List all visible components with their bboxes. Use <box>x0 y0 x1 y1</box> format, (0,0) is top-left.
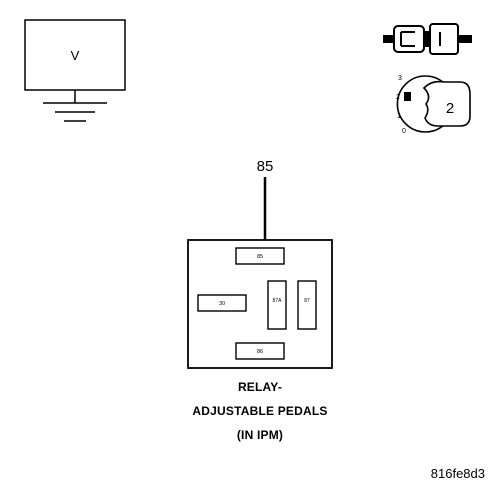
ground-icon <box>43 90 107 122</box>
connector-icon <box>383 23 472 55</box>
caption-line-2: ADJUSTABLE PEDALS <box>192 404 328 418</box>
key-mark-3: 3 <box>398 75 402 82</box>
probe-pin-label: 85 <box>257 158 274 175</box>
terminal-86-label: 86 <box>257 349 263 355</box>
voltmeter: V <box>24 19 126 91</box>
figure-id: 816fe8d3 <box>430 466 485 481</box>
ignition-key-icon: 3 2 1 0 2 <box>396 75 471 135</box>
terminal-87-label: 87 <box>304 298 310 304</box>
terminal-87: 87 <box>297 280 317 330</box>
terminal-86: 86 <box>235 342 285 360</box>
caption-line-3: (IN IPM) <box>236 428 284 442</box>
key-selected-position: 2 <box>446 100 454 117</box>
key-position-pointer <box>404 92 411 101</box>
key-mark-0: 0 <box>402 128 406 135</box>
terminal-30: 30 <box>197 294 247 312</box>
terminal-87a-label: 87A <box>273 298 283 304</box>
terminal-85-label: 85 <box>257 254 263 260</box>
key-mark-1: 1 <box>397 113 401 120</box>
terminal-30-label: 30 <box>219 301 225 307</box>
terminal-87a: 87A <box>267 280 287 330</box>
voltmeter-symbol: V <box>71 48 80 63</box>
caption-line-1: RELAY- <box>237 380 283 394</box>
terminal-85: 85 <box>235 247 285 265</box>
